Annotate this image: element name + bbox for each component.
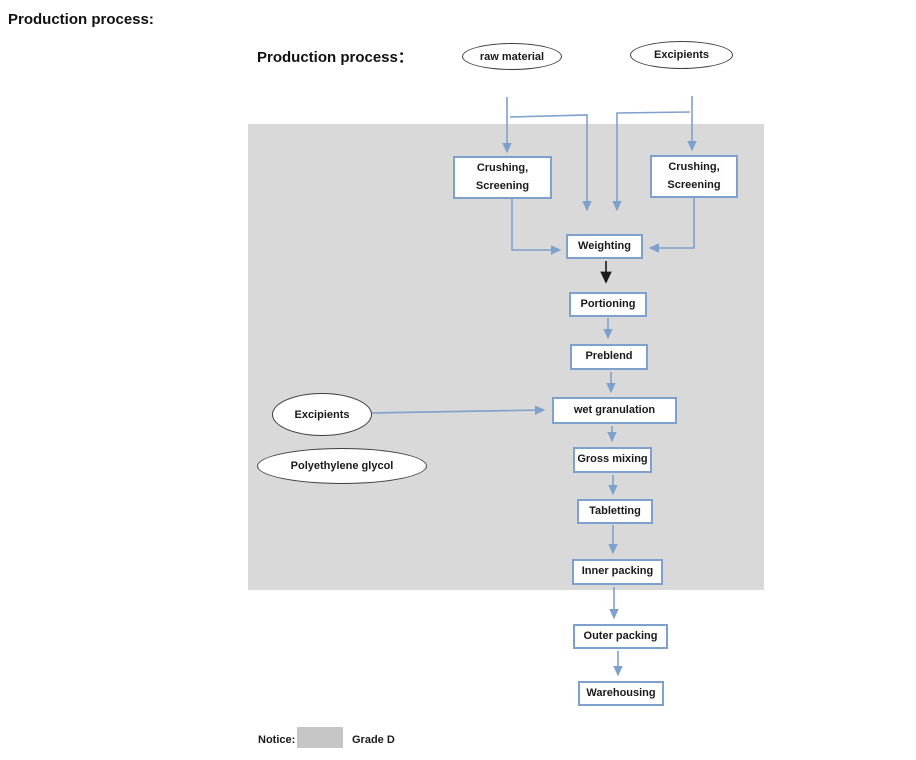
node-warehousing-label: Warehousing [586, 686, 656, 699]
node-inner-packing-label: Inner packing [581, 565, 654, 578]
node-weighting-label: Weighting [578, 239, 631, 252]
node-preblend: Preblend [570, 344, 648, 370]
node-crushing-right-line2: Screening [667, 178, 721, 191]
node-polyethylene-glycol-label: Polyethylene glycol [290, 460, 394, 472]
node-tabletting-label: Tabletting [589, 504, 641, 517]
node-crushing-right: Crushing, Screening [650, 155, 738, 198]
node-portioning-label: Portioning [580, 297, 636, 310]
node-outer-packing-label: Outer packing [583, 629, 658, 642]
node-excipients-left-label: Excipients [294, 408, 350, 421]
node-wet-granulation-label: wet granulation [573, 403, 656, 416]
node-excipients-left: Excipients [272, 393, 372, 436]
node-portioning: Portioning [569, 292, 647, 317]
node-excipients-top-label: Excipients [653, 49, 710, 61]
node-weighting: Weighting [566, 234, 643, 259]
node-raw-material: raw material [462, 43, 562, 70]
node-raw-material-label: raw material [479, 50, 545, 63]
node-wet-granulation: wet granulation [552, 397, 677, 424]
node-tabletting: Tabletting [577, 499, 653, 524]
node-gross-mixing-label: Gross mixing [577, 453, 648, 466]
node-excipients-top: Excipients [630, 41, 733, 69]
node-inner-packing: Inner packing [572, 559, 663, 585]
page-title: Production process: [8, 11, 154, 28]
node-crushing-left-line1: Crushing, [476, 162, 529, 175]
node-polyethylene-glycol: Polyethylene glycol [257, 448, 427, 484]
node-crushing-left-line2: Screening [475, 179, 530, 192]
legend-notice-label: Notice: [258, 734, 296, 746]
node-crushing-right-line1: Crushing, [668, 161, 720, 174]
legend-grade-d-swatch [297, 727, 343, 748]
node-preblend-label: Preblend [585, 350, 633, 363]
node-warehousing: Warehousing [578, 681, 664, 706]
node-outer-packing: Outer packing [573, 624, 668, 649]
legend-grade-label: Grade D [352, 734, 395, 746]
diagram-title: Production process： [257, 49, 413, 66]
node-crushing-left: Crushing, Screening [453, 156, 552, 199]
node-gross-mixing: Gross mixing [573, 447, 652, 473]
